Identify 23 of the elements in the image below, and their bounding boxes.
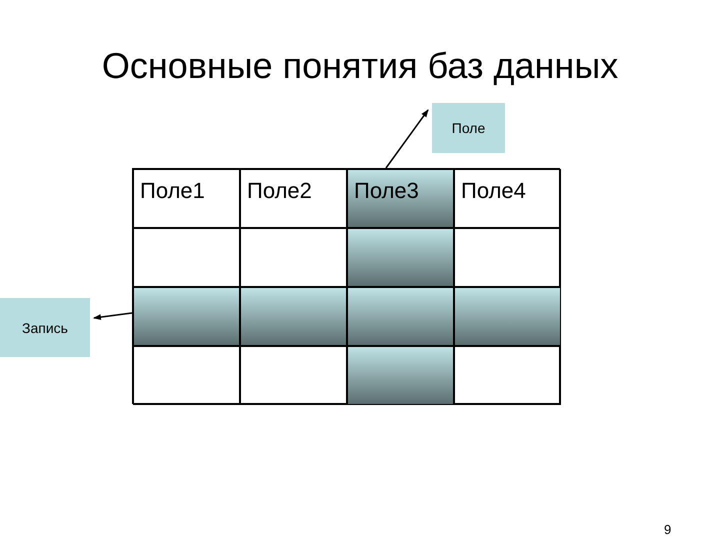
table-cell: Поле2 (240, 169, 347, 228)
table-cell (240, 346, 347, 405)
table-cell (347, 228, 454, 287)
table-cell (240, 287, 347, 346)
table-cell (347, 346, 454, 405)
data-table (132, 168, 560, 404)
table-cell (454, 287, 561, 346)
table-cell: Поле1 (133, 169, 240, 228)
table-cell (347, 287, 454, 346)
table-cell (133, 346, 240, 405)
callout-box: Поле (432, 103, 505, 153)
arrow (93, 312, 132, 320)
slide-title: Основные понятия баз данных (100, 45, 620, 87)
table-cell (454, 346, 561, 405)
table-cell: Поле4 (454, 169, 561, 228)
callout-box: Запись (0, 298, 90, 357)
table-cell (454, 228, 561, 287)
arrow (385, 109, 429, 168)
table-cell: Поле3 (347, 169, 454, 228)
table-cell (133, 287, 240, 346)
table-cell (133, 228, 240, 287)
page-number: 9 (664, 522, 672, 537)
table-cell (240, 228, 347, 287)
